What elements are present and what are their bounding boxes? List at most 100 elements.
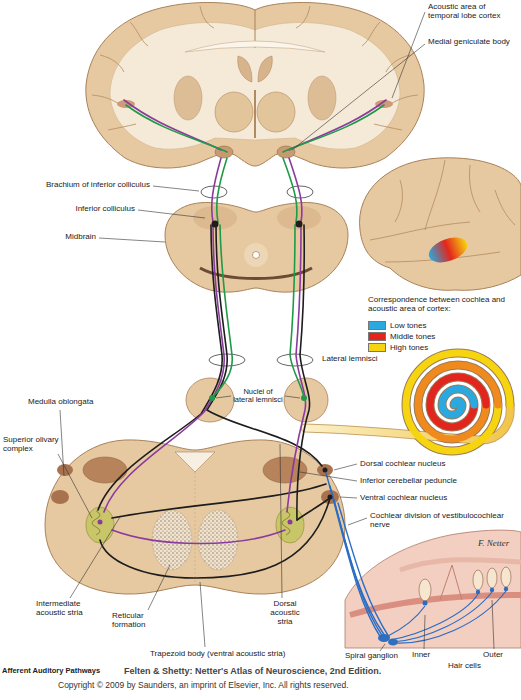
cochlear-nerve-part xyxy=(330,486,383,637)
cell-label: Hair cells xyxy=(448,662,508,671)
tract-label: Dorsal acoustic stria xyxy=(262,600,308,627)
cerebrum-section-part xyxy=(308,76,336,120)
tonotopic-area xyxy=(425,233,470,267)
organ-of-corti-part xyxy=(504,587,508,591)
tract-label: Brachium of inferior colliculus xyxy=(20,181,150,190)
auditory-fibers xyxy=(98,100,386,578)
nerve-fiber-part xyxy=(392,592,492,642)
legend-swatch xyxy=(368,321,386,330)
nucleus-label: Superior olivary complex xyxy=(3,436,65,454)
medulla-section-part xyxy=(152,510,192,570)
leader-line-part xyxy=(153,186,199,191)
legend-text: Low tones xyxy=(390,321,426,330)
auditory-fibers-part xyxy=(112,484,326,518)
region-label: Reticular formation xyxy=(112,612,172,630)
leader-line-part xyxy=(334,464,357,470)
tract-label: Trapezoid body (ventral acoustic stria) xyxy=(150,650,340,659)
leader-line-part xyxy=(424,615,425,649)
nerve-fiber xyxy=(388,591,506,643)
leader-line-part xyxy=(216,396,231,398)
auditory-fibers-part xyxy=(289,158,302,222)
cochlea-spiral-part xyxy=(418,365,498,439)
cochlea-spiral-part xyxy=(442,389,474,415)
midbrain-section-part xyxy=(193,206,237,230)
organ-of-corti-part xyxy=(440,565,462,600)
sulcus-lines-part xyxy=(495,190,515,225)
sulcus-lines-part xyxy=(362,22,380,46)
midbrain-section-part xyxy=(277,206,321,230)
auditory-fibers-part xyxy=(212,225,232,398)
auditory-fibers-part xyxy=(124,100,221,150)
leader-line-part xyxy=(340,497,357,498)
leader-line-part xyxy=(138,210,205,218)
medulla-section-part xyxy=(263,457,307,483)
sulcus-lines-part xyxy=(370,222,470,240)
leader-line-part xyxy=(200,582,205,647)
organ-of-corti xyxy=(345,530,521,648)
nucleus-dot-part xyxy=(212,221,219,228)
cochlea-spiral-part xyxy=(406,353,510,451)
medulla-section-part xyxy=(198,510,238,570)
lemniscus-outline-part xyxy=(277,354,313,366)
medulla-section-part xyxy=(276,507,304,543)
medulla-section-part xyxy=(51,490,69,504)
tract-label: Lateral lemnisci xyxy=(322,355,392,364)
leader-line-part xyxy=(60,410,64,476)
midbrain-section-part xyxy=(165,202,348,292)
legend-text: Middle tones xyxy=(390,332,435,341)
auditory-fibers-part xyxy=(297,498,330,520)
tone-legend: Low tonesMiddle tonesHigh tones xyxy=(368,320,435,353)
sulcus-lines-part xyxy=(469,165,480,212)
leader-line-part xyxy=(392,12,425,98)
organ-of-corti-part xyxy=(476,590,480,594)
medulla-section-part xyxy=(83,457,127,483)
cerebrum-section-part xyxy=(215,92,253,132)
cerebrum-section-part xyxy=(257,92,295,132)
nucleus-dot-part xyxy=(98,520,103,525)
leader-line-part xyxy=(300,472,357,481)
auditory-fibers-part xyxy=(287,225,306,512)
region-label: Midbrain xyxy=(56,233,96,242)
cerebrum-section-part xyxy=(174,76,202,120)
legend-row: Low tones xyxy=(368,320,435,331)
organ-of-corti-part xyxy=(388,639,398,646)
legend-swatch xyxy=(368,343,386,352)
auditory-fibers-part xyxy=(289,100,386,150)
leader-line-part xyxy=(380,644,385,651)
nucleus-dot-part xyxy=(301,395,307,401)
cerebrum-section xyxy=(86,3,424,168)
lateral-brain-part xyxy=(360,158,521,291)
sulcus-lines-part xyxy=(296,6,310,28)
sulcus-lines-part xyxy=(200,6,214,28)
sulcus-lines-part xyxy=(386,55,410,72)
nucleus-label: Medial geniculate body xyxy=(428,38,518,47)
cerebrum-section-part xyxy=(110,23,400,150)
nucleus-label: Inferior colliculus xyxy=(40,205,135,214)
midbrain-section-part xyxy=(253,252,260,259)
cortex-label: Acoustic area of temporal lobe cortex xyxy=(428,3,518,21)
organ-of-corti-part xyxy=(490,588,494,592)
pons-section-part xyxy=(186,378,234,422)
region-label: Medulla oblongata xyxy=(28,398,108,407)
artist-signature: F. Netter xyxy=(478,538,518,548)
auditory-fibers-part xyxy=(100,498,330,578)
medulla-section-part xyxy=(317,464,333,476)
medulla-section-part xyxy=(57,464,73,476)
nucleus-dot-part xyxy=(288,520,293,525)
leader-line xyxy=(58,12,494,651)
lateral-brain xyxy=(360,158,521,291)
cochlea-spiral xyxy=(305,353,510,451)
cerebrum-section-part xyxy=(86,3,424,168)
leader-line-part xyxy=(58,454,92,518)
auditory-fibers-part xyxy=(126,105,227,152)
legend-row: High tones xyxy=(368,342,435,353)
cerebrum-section-part xyxy=(185,41,325,52)
figure-title: Afferent Auditory Pathways xyxy=(2,667,123,675)
medulla-section-part xyxy=(175,452,215,472)
nucleus-dot-part xyxy=(323,468,328,473)
cerebrum-section-part xyxy=(238,56,252,82)
leader-line-part xyxy=(99,238,165,242)
organ-of-corti-part xyxy=(501,567,511,587)
